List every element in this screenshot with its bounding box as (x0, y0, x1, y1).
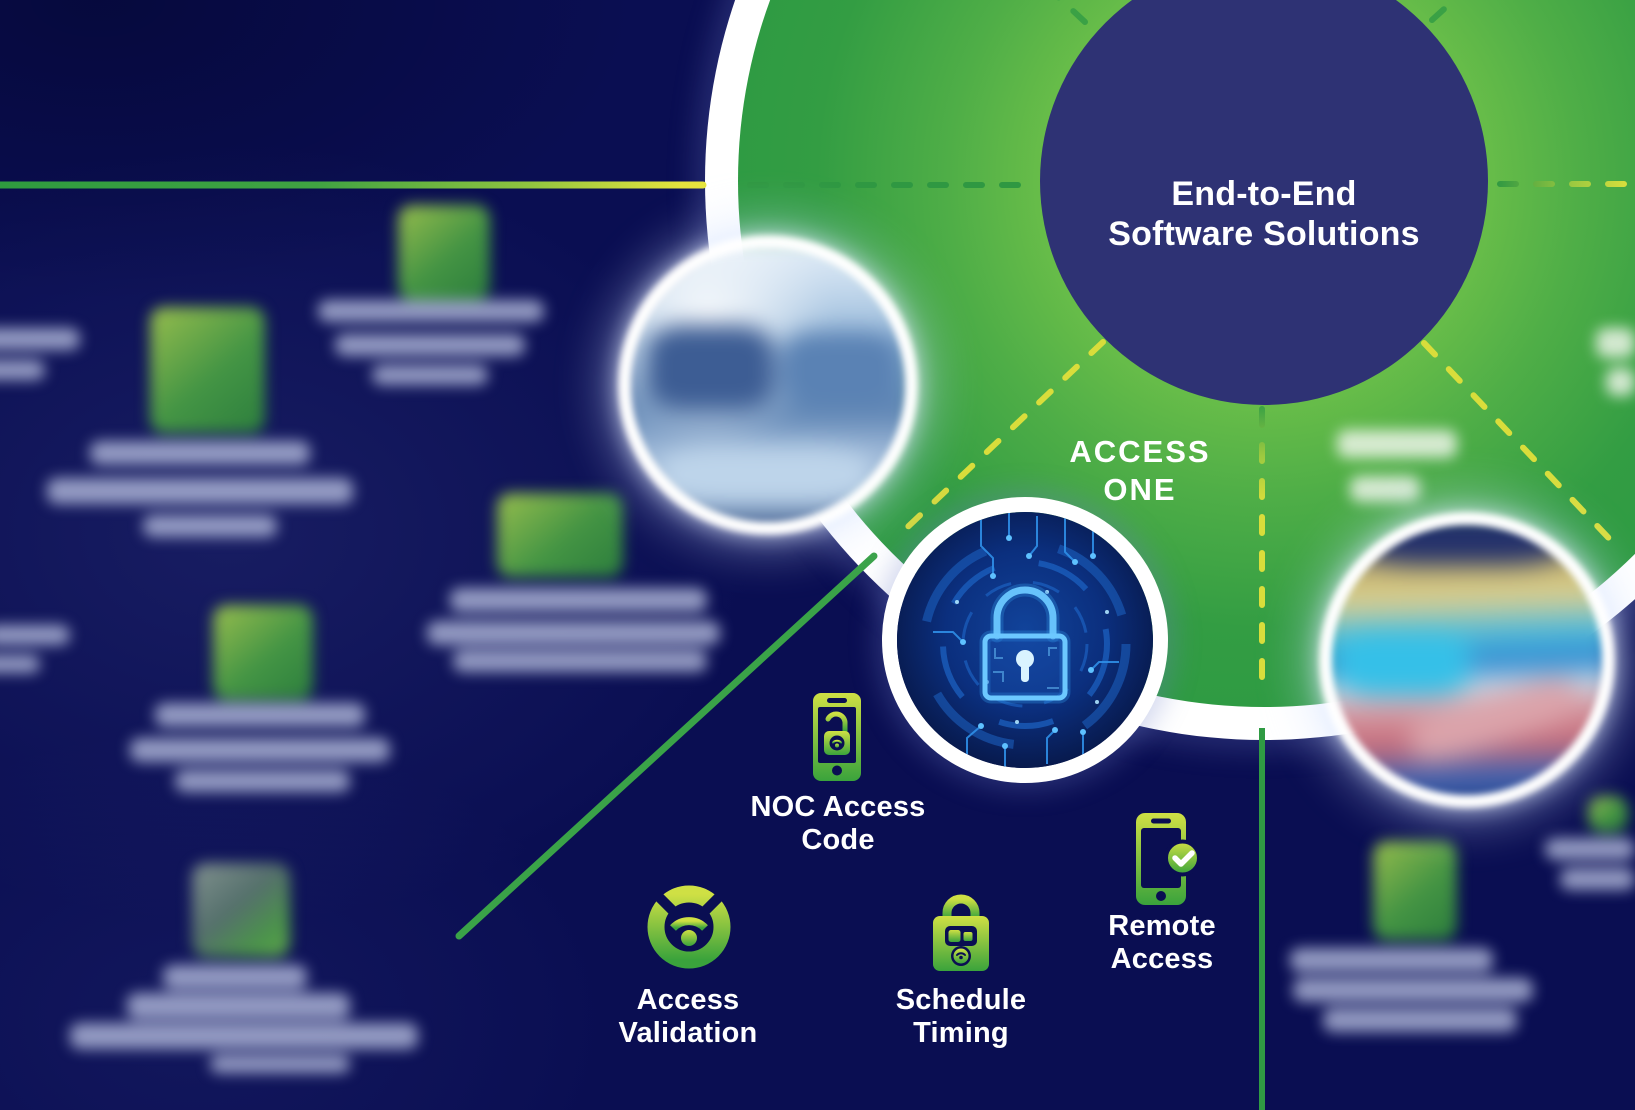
feature-label-access-validation: Access Validation (548, 984, 828, 1050)
feature-label-line: Access (548, 984, 828, 1017)
blurred-text-line (1606, 368, 1635, 396)
section-label-line2: ONE (1020, 471, 1260, 509)
blurred-text-line (1596, 328, 1635, 358)
padlock-toggle-icon (933, 888, 989, 971)
section-label-line1: ACCESS (1020, 433, 1260, 471)
feature-label-remote-access: Remote Access (1042, 910, 1282, 976)
photo-blob (780, 331, 901, 403)
hub-title: End-to-End Software Solutions (1108, 174, 1420, 254)
cyber-lock-illustration (897, 512, 1153, 768)
feature-label-line: Schedule (821, 984, 1101, 1017)
feature-label-line: Validation (548, 1017, 828, 1050)
radar-validation-icon (645, 883, 733, 971)
feature-label-line: Code (698, 824, 978, 857)
handwriting-photo-circle (1319, 512, 1615, 808)
handwriting-photo-image (1319, 512, 1615, 808)
feature-label-line: Access (1042, 943, 1282, 976)
photo-blob (659, 445, 870, 505)
feature-label-line: Timing (821, 1017, 1101, 1050)
section-label-access-one: ACCESS ONE (1020, 433, 1260, 509)
hub-title-line1: End-to-End (1108, 174, 1420, 214)
hub-title-line2: Software Solutions (1108, 214, 1420, 254)
photo-blob (647, 325, 774, 410)
software-photo-image (618, 235, 918, 535)
feature-label-line: NOC Access (698, 791, 978, 824)
feature-label-line: Remote (1042, 910, 1282, 943)
photo-blob (1336, 630, 1470, 696)
photo-blob (1366, 517, 1563, 565)
phone-unlock-icon (813, 693, 861, 781)
cyber-lock-photo-circle (882, 497, 1168, 783)
feature-label-schedule-timing: Schedule Timing (821, 984, 1101, 1050)
software-photo-circle (618, 235, 918, 535)
feature-label-noc-access-code: NOC Access Code (698, 791, 978, 857)
phone-check-icon (1136, 813, 1200, 905)
